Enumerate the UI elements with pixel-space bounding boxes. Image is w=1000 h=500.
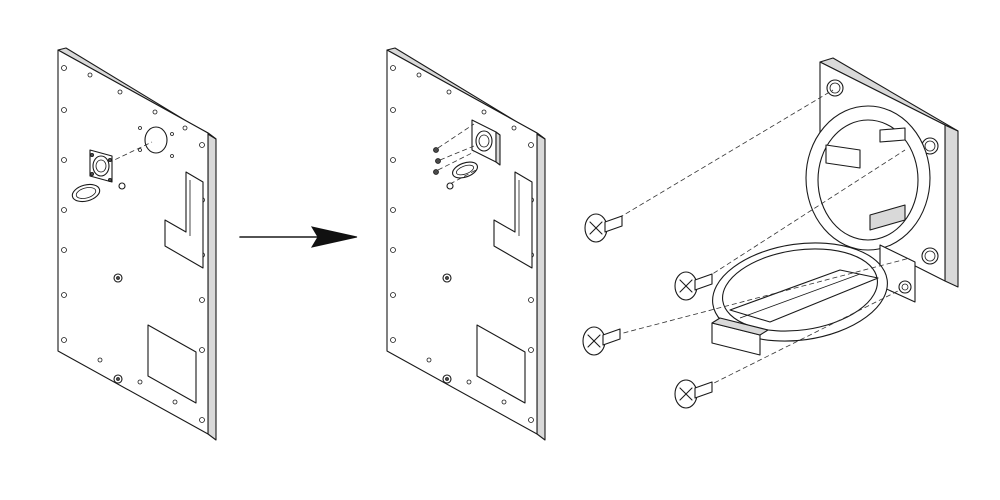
phillips-screw-icon <box>674 379 713 409</box>
flange-side <box>944 124 959 288</box>
screw-paths <box>607 89 911 391</box>
panel-l-cutout <box>164 171 204 269</box>
panel-side-edge <box>207 132 217 441</box>
panel-after <box>386 47 546 441</box>
phillips-screw-icon <box>674 271 713 301</box>
connector-detail <box>582 57 959 409</box>
connector-mounted <box>433 119 501 190</box>
connector-loose <box>71 141 153 203</box>
step-arrow <box>239 226 358 248</box>
phillips-screw-icon <box>584 213 623 243</box>
phillips-screw-icon <box>582 326 621 356</box>
connector-key-tab <box>825 144 861 169</box>
panel-side-edge <box>536 132 546 441</box>
panel-l-cutout <box>493 171 533 269</box>
screw-icon <box>435 158 441 164</box>
screw-icon <box>433 169 439 175</box>
panel-cutout <box>144 126 168 154</box>
screw-icon <box>433 147 439 153</box>
hinged-cover <box>711 242 888 356</box>
panel-before <box>57 47 217 441</box>
panel-lower-window <box>147 324 197 404</box>
arrow-head-icon <box>310 226 358 248</box>
panel-lower-window <box>476 324 526 404</box>
